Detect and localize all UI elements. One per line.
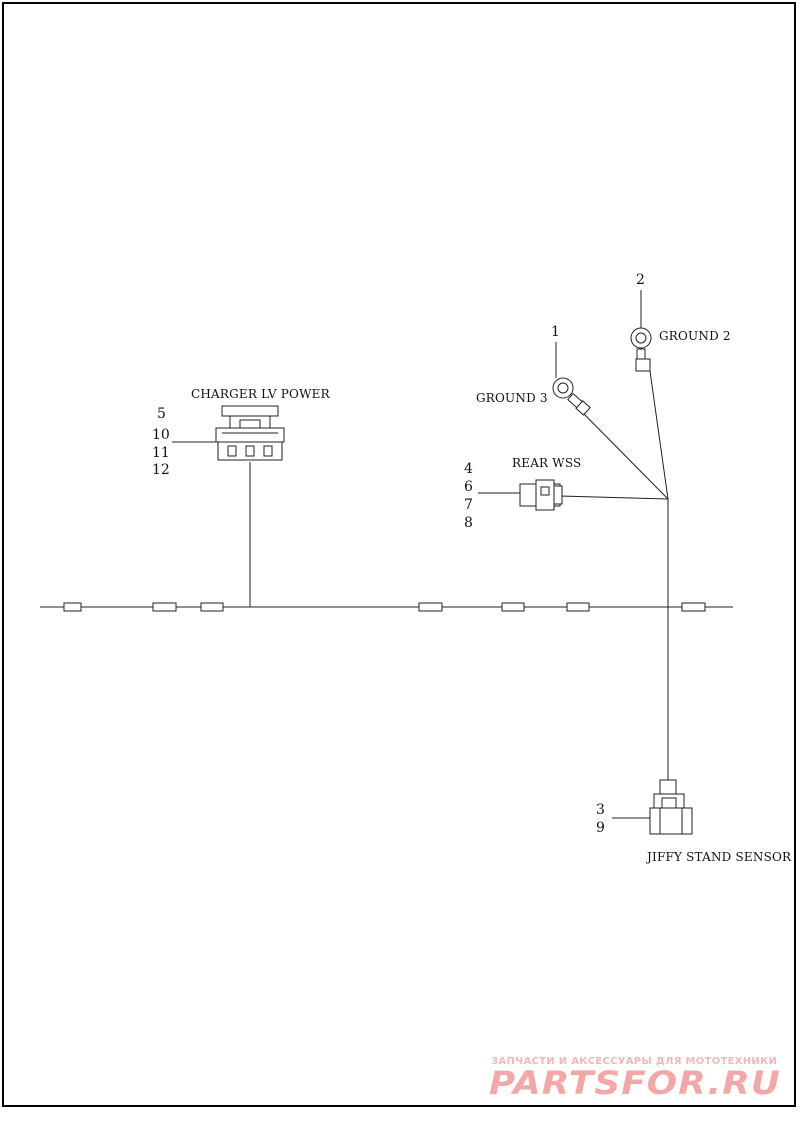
ref-number: 4	[464, 461, 473, 477]
watermark-tagline: ЗАПЧАСТИ И АКСЕССУАРЫ ДЛЯ МОТОТЕХНИКИ	[491, 1056, 777, 1067]
jiffy-stand-sensor-connector: 3 9 JIFFY STAND SENSOR	[596, 779, 792, 864]
ground-2-label: GROUND 2	[659, 329, 731, 343]
watermark: ЗАПЧАСТИ И АКСЕССУАРЫ ДЛЯ МОТОТЕХНИКИ PA…	[489, 1056, 781, 1102]
branch-wires	[249, 370, 669, 780]
harness-clip	[63, 602, 82, 612]
charger-lv-power-connector: CHARGER LV POWER 5 10 11 12	[152, 387, 331, 478]
ref-number: 8	[464, 515, 473, 531]
ground-3-label: GROUND 3	[476, 391, 548, 405]
ref-number: 9	[596, 820, 605, 836]
ref-number: 6	[464, 479, 473, 495]
harness-clip	[566, 602, 590, 612]
ref-number: 1	[551, 324, 560, 340]
harness-clip	[418, 602, 443, 612]
harness-clip	[501, 602, 525, 612]
ref-number: 12	[152, 462, 170, 478]
harness-clip	[200, 602, 224, 612]
rear-wss-connector: REAR WSS 4 6 7 8	[464, 456, 581, 531]
ref-number: 10	[152, 427, 170, 443]
harness-clip	[681, 602, 706, 612]
jiffy-stand-sensor-label: JIFFY STAND SENSOR	[645, 850, 792, 864]
watermark-logo: PARTSFOR.RU	[489, 1064, 781, 1102]
ref-number: 5	[157, 406, 166, 422]
ref-number: 3	[596, 802, 605, 818]
harness-clip	[152, 602, 177, 612]
rear-wss-label: REAR WSS	[512, 456, 581, 470]
main-harness	[40, 602, 733, 612]
charger-lv-power-label: CHARGER LV POWER	[191, 387, 331, 401]
ground-3-terminal: 1 GROUND 3	[476, 324, 591, 416]
ref-number: 2	[636, 272, 645, 288]
ground-2-terminal: 2 GROUND 2	[630, 272, 731, 372]
ref-number: 7	[464, 497, 473, 513]
ref-number: 11	[152, 445, 170, 461]
page-border	[2, 2, 796, 1107]
